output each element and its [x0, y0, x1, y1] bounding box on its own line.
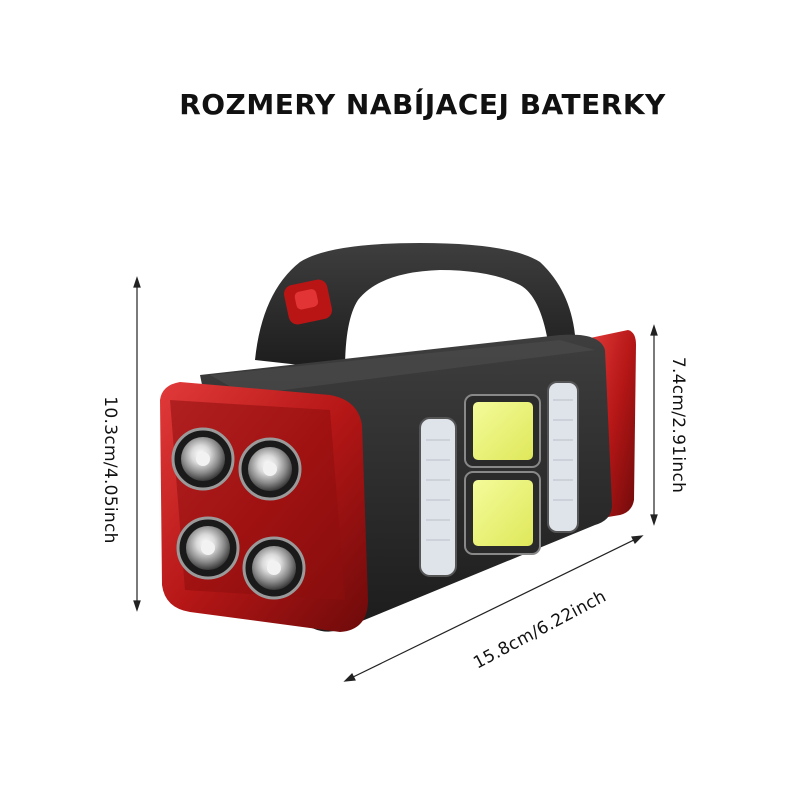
length-dimension-line: [343, 535, 644, 682]
side-led-strip-left: [419, 417, 457, 577]
handle: [255, 243, 575, 370]
led-lens-top-left: [171, 427, 235, 491]
page-title: ROZMERY NABÍJACEJ BATERKY: [179, 88, 666, 121]
led-lens-top-right: [238, 437, 302, 501]
led-lens-bottom-right: [242, 536, 306, 600]
led-lens-bottom-left: [176, 516, 240, 580]
depth-dimension-line: [650, 324, 658, 526]
side-led-strip-right: [547, 381, 579, 533]
height-dimension-line: [133, 276, 141, 612]
depth-label: 7.4cm/2.91inch: [668, 356, 688, 494]
height-label: 10.3cm/4.05inch: [100, 396, 120, 544]
